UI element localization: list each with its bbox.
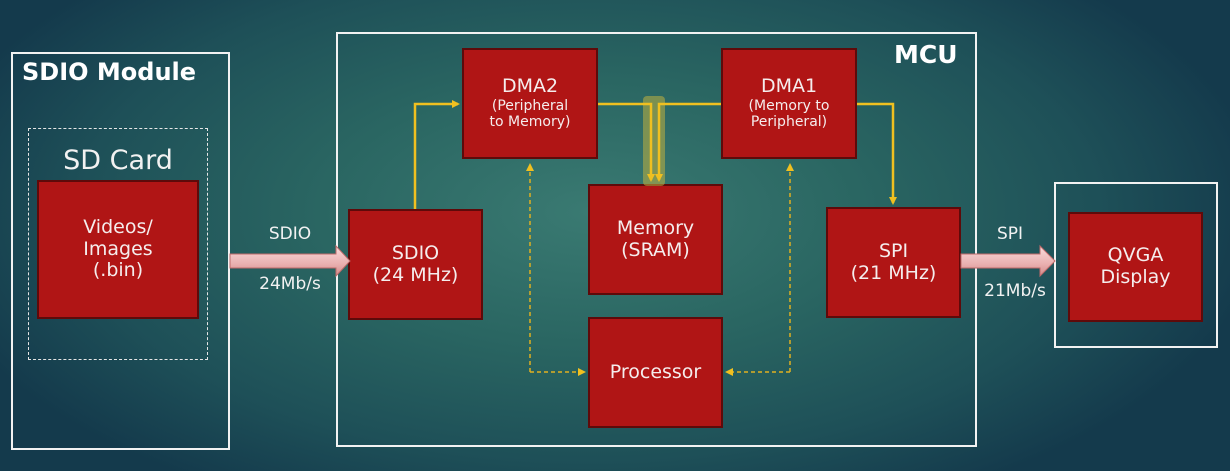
display-name: QVGA [1107, 244, 1164, 267]
memory-block[interactable]: Memory (SRAM) [588, 184, 723, 295]
sdio-module-frame [11, 52, 230, 450]
dma2-desc-1: (Peripheral [491, 98, 569, 115]
memory-name: Memory [616, 216, 695, 239]
dma1-name: DMA1 [760, 75, 818, 98]
sdio-block[interactable]: SDIO (24 MHz) [348, 209, 483, 320]
sd-card-title: SD Card [63, 145, 173, 176]
videos-line: Videos/ [83, 215, 153, 238]
spi-link-arrow [960, 244, 1056, 278]
dma1-desc-2: Peripheral) [750, 114, 828, 131]
dma2-desc-2: to Memory) [489, 114, 571, 131]
dma2-name: DMA2 [501, 75, 559, 98]
sd-card-frame [28, 128, 208, 360]
dma2-to-memory-arrow [598, 102, 655, 182]
spi-block[interactable]: SPI (21 MHz) [826, 207, 961, 318]
processor-name: Processor [609, 360, 702, 383]
sdio-block-freq: (24 MHz) [372, 263, 459, 286]
sdio-to-dma2-arrow [413, 100, 460, 209]
sdio-module-title: SDIO Module [22, 58, 197, 86]
sdio-link-rate: 24Mb/s [259, 274, 321, 294]
mcu-title: MCU [894, 40, 958, 69]
spi-block-name: SPI [878, 239, 909, 262]
dma1-block[interactable]: DMA1 (Memory to Peripheral) [721, 48, 857, 159]
processor-block[interactable]: Processor [588, 317, 723, 428]
mcu-frame [336, 32, 977, 447]
sdio-link-arrow [229, 244, 351, 278]
bin-line: (.bin) [92, 259, 144, 282]
dma1-desc-1: (Memory to [748, 98, 830, 115]
spi-link-rate: 21Mb/s [984, 281, 1046, 301]
display-frame [1054, 182, 1218, 348]
dma2-block[interactable]: DMA2 (Peripheral to Memory) [462, 48, 598, 159]
qvga-display-block[interactable]: QVGA Display [1068, 212, 1203, 322]
dma-bus-highlight [643, 96, 665, 186]
sdio-link-label: SDIO [268, 224, 312, 244]
spi-link-label: SPI [996, 224, 1024, 244]
display-type: Display [1100, 266, 1171, 288]
memory-type: (SRAM) [621, 238, 690, 261]
dma1-to-spi-arrow [857, 102, 897, 205]
sdio-block-name: SDIO [391, 241, 440, 264]
videos-images-block[interactable]: Videos/ Images (.bin) [37, 180, 199, 319]
dma1-memory-arrow [655, 102, 721, 182]
spi-block-freq: (21 MHz) [850, 261, 937, 284]
images-line: Images [83, 237, 153, 260]
